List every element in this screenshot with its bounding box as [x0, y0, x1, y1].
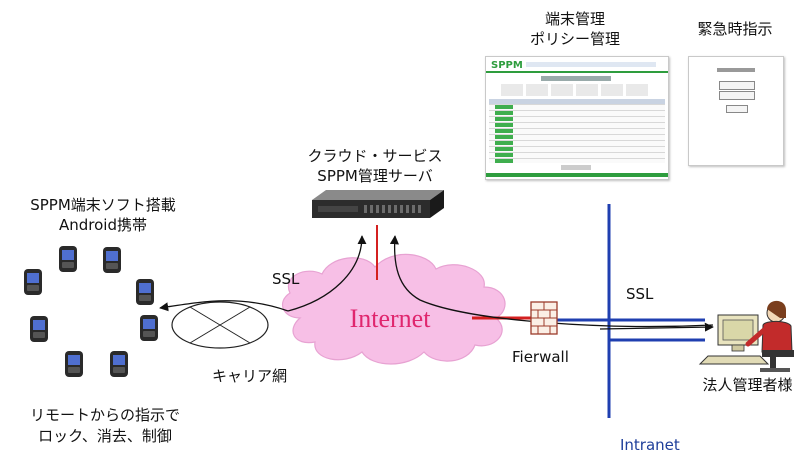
- phone-icon: [110, 351, 128, 377]
- phone-icon: [65, 351, 83, 377]
- policy-screen-pager: [561, 165, 591, 170]
- firewall-icon: [530, 301, 558, 335]
- emergency-wipe-button: [719, 91, 755, 100]
- sppm-logo: SPPM: [491, 60, 523, 71]
- admin-person-icon: [698, 300, 794, 372]
- carrier-network-symbol: [171, 301, 269, 349]
- admin-label: 法人管理者様: [702, 376, 793, 394]
- ssl-label-right: SSL: [626, 285, 654, 303]
- policy-screen-thumbnail: SPPM: [485, 56, 669, 180]
- policy-screen-menu: [526, 62, 656, 67]
- server-label-line2: SPPM管理サーバ: [317, 167, 433, 185]
- internet-cloud: [281, 253, 506, 365]
- internet-label: Internet: [349, 304, 431, 333]
- emergency-back-button: [726, 105, 748, 113]
- ssl-arrow-server-left: [287, 235, 367, 312]
- ssl-arrow-admin: [599, 322, 714, 332]
- phones-note-line1: リモートからの指示で: [29, 406, 180, 424]
- ssl-label-left: SSL: [272, 270, 300, 288]
- emergency-lock-button: [719, 81, 755, 90]
- firewall-label: Fierwall: [512, 348, 569, 366]
- policy-screen-table-header: [489, 99, 665, 104]
- phone-icon: [30, 316, 48, 342]
- phone-icon: [140, 315, 158, 341]
- policy-label-line1: 端末管理: [544, 10, 605, 28]
- policy-screen-footer-bar: [486, 173, 668, 177]
- emergency-label: 緊急時指示: [697, 20, 773, 38]
- ssl-arrow-phones: [159, 300, 289, 312]
- emergency-screen-title: [717, 68, 755, 72]
- phone-icon: [24, 269, 42, 295]
- ssl-arrow-server-right: [389, 235, 714, 328]
- policy-label-line2: ポリシー管理: [529, 30, 620, 48]
- policy-screen-table: [489, 99, 665, 163]
- phones-title-line2: Android携帯: [59, 216, 147, 234]
- policy-screen-title: [541, 76, 611, 81]
- server-label-line1: クラウド・サービス: [307, 147, 443, 165]
- phones-note-line2: ロック、消去、制御: [38, 427, 172, 445]
- phone-icon: [103, 247, 121, 273]
- emergency-screen-thumbnail: [688, 56, 784, 166]
- intranet-network: [557, 204, 705, 418]
- carrier-network-label: キャリア網: [212, 367, 288, 385]
- phone-icon: [136, 279, 154, 305]
- policy-screen-status-column: [495, 99, 513, 163]
- server-icon: [312, 190, 444, 218]
- phone-icon: [59, 246, 77, 272]
- phones-title-line1: SPPM端末ソフト搭載: [30, 196, 176, 214]
- policy-screen-header-bar: [486, 71, 668, 73]
- policy-screen-filters: [501, 84, 651, 96]
- intranet-label: Intranet: [620, 436, 680, 454]
